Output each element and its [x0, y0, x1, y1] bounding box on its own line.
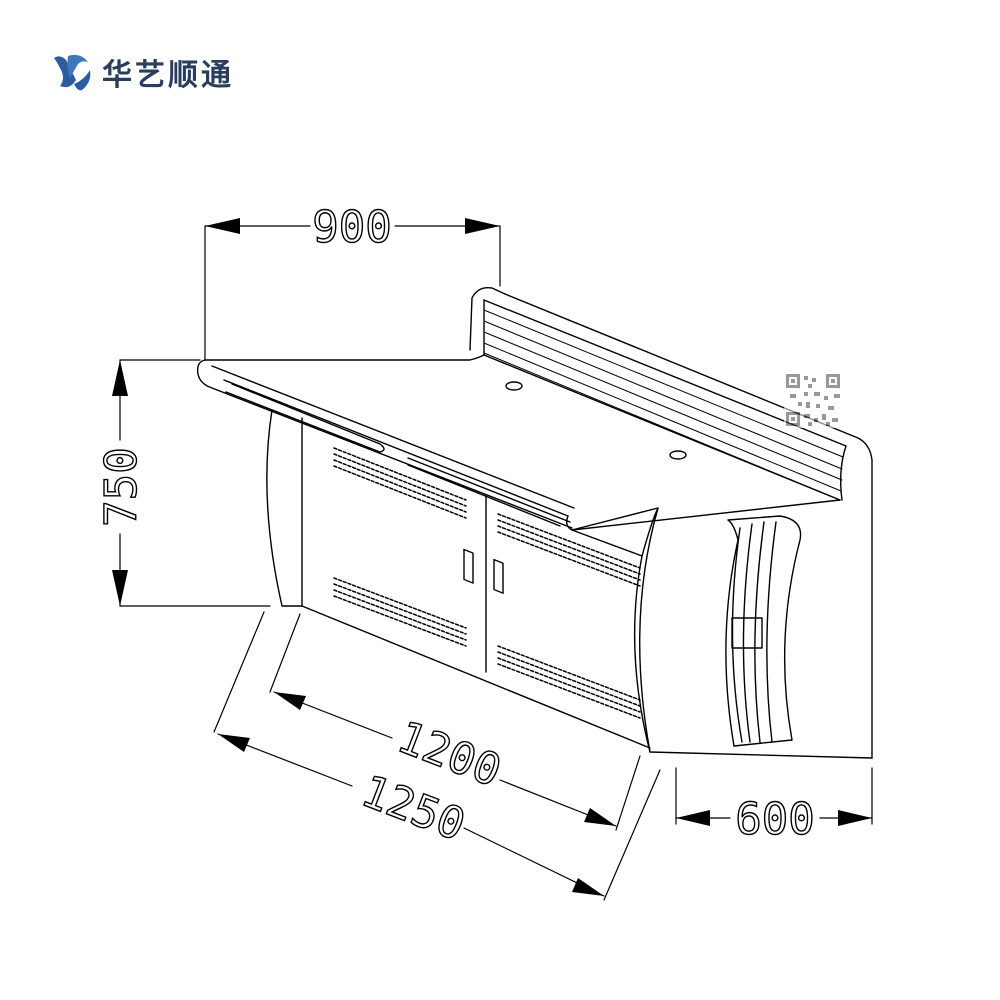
qr-code-icon [784, 372, 842, 428]
left-end-panel [266, 409, 303, 607]
brand-name: 华艺顺通 [102, 58, 234, 93]
dim-depth-label: 600 [735, 794, 814, 845]
dim-height-label: 750 [96, 447, 147, 526]
brand-logo-icon [54, 54, 91, 91]
desktop-surface [196, 354, 841, 531]
dim-top-width-label: 900 [312, 202, 391, 253]
dimension-arrows [112, 218, 872, 896]
front-cabinet [301, 495, 651, 749]
brand: 华艺顺通 [50, 48, 234, 96]
monitor-panel [469, 287, 873, 759]
right-end-panel [571, 507, 873, 759]
vent-slots [333, 447, 641, 719]
